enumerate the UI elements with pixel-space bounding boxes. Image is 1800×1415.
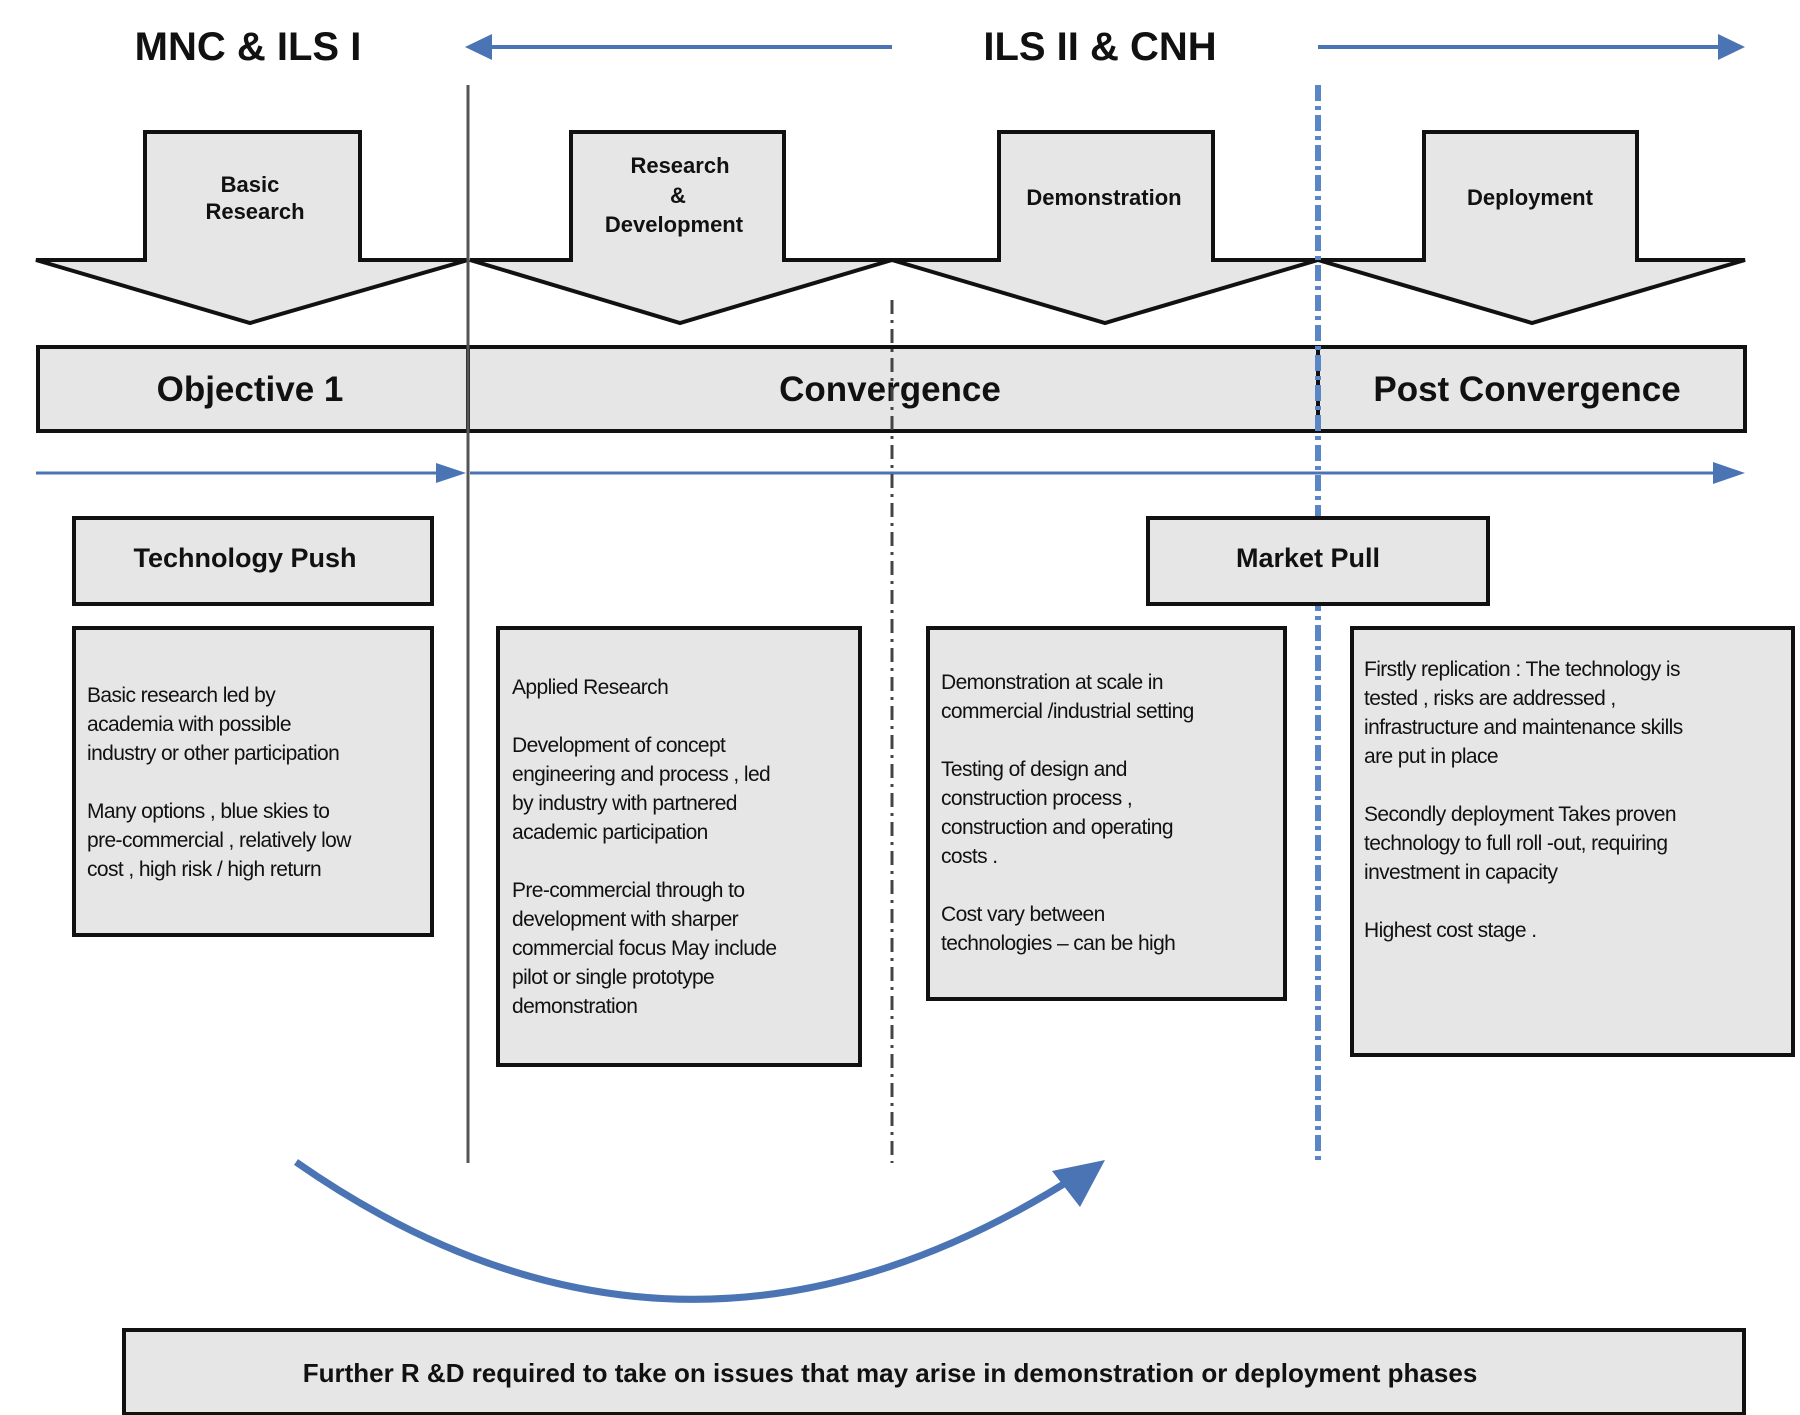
stage-label-demonstration: Demonstration — [1026, 185, 1181, 210]
description-text-deployment: Firstly replication : The technology is t… — [1364, 658, 1683, 942]
description-line: Secondly deployment Takes proven — [1364, 803, 1676, 826]
timeline-arrow-main-head — [1713, 462, 1745, 484]
description-line: Basic research led by — [87, 684, 276, 707]
description-line: Pre-commercial through to — [512, 879, 744, 902]
description-line: industry or other participation — [87, 742, 339, 765]
band-label-post-convergence: Post Convergence — [1373, 370, 1680, 409]
technology-push-label: Technology Push — [133, 543, 356, 573]
description-box-deployment — [1350, 626, 1795, 1057]
footer-text: Further R &D required to take on issues … — [303, 1358, 1478, 1388]
description-line: costs . — [941, 845, 997, 868]
stage-label-line: Basic — [221, 172, 280, 197]
description-line: pilot or single prototype — [512, 966, 714, 989]
description-line: academic participation — [512, 821, 708, 844]
description-line: development with sharper — [512, 908, 739, 931]
market-pull-label: Market Pull — [1236, 543, 1380, 573]
description-text-basic-research: Basic research led by academia with possi… — [87, 684, 353, 881]
stage-label-line: Deployment — [1467, 185, 1594, 210]
description-line: by industry with partnered — [512, 792, 737, 815]
stage-label-line: Research — [205, 199, 304, 224]
description-line: demonstration — [512, 995, 637, 1018]
stage-arrow-demonstration — [891, 130, 1319, 326]
description-line: Highest cost stage . — [1364, 919, 1536, 942]
stage-arrow-research-development — [469, 130, 893, 326]
header-left-label: MNC & ILS I — [135, 25, 362, 69]
description-line: Many options , blue skies to — [87, 800, 329, 823]
description-line: technologies – can be high — [941, 932, 1175, 955]
stage-arrow-basic-research — [35, 130, 469, 326]
description-line: Demonstration at scale in — [941, 671, 1163, 694]
description-line: engineering and process , led — [512, 763, 770, 786]
description-line: technology to full roll -out, requiring — [1364, 832, 1667, 855]
stage-label-basic-research: Basic Research — [205, 172, 304, 224]
market-pull-box — [1146, 516, 1490, 606]
description-line: investment in capacity — [1364, 861, 1558, 884]
footer-box — [122, 1328, 1746, 1415]
description-line: Development of concept — [512, 734, 726, 757]
description-text-demonstration: Demonstration at scale in commercial /ind… — [941, 671, 1194, 955]
technology-push-box — [72, 516, 434, 606]
description-line: commercial /industrial setting — [941, 700, 1194, 723]
feedback-curve-arrow-head — [1052, 1160, 1105, 1207]
header-right-label: ILS II & CNH — [983, 25, 1216, 69]
band-post-convergence — [1316, 345, 1747, 433]
description-line: Cost vary between — [941, 903, 1105, 926]
description-line: commercial focus May include — [512, 937, 776, 960]
description-line: tested , risks are addressed , — [1364, 687, 1616, 710]
description-line: Applied Research — [512, 676, 668, 699]
stage-arrow-deployment — [1317, 130, 1746, 326]
description-box-applied-research — [496, 626, 862, 1067]
description-line: Firstly replication : The technology is — [1364, 658, 1680, 681]
description-line: cost , high risk / high return — [87, 858, 321, 881]
timeline-arrow-objective-head — [436, 463, 466, 483]
description-box-basic-research — [72, 626, 434, 937]
stage-label-research-development: Research & Development — [605, 153, 744, 237]
header-arrow-right-head — [1718, 34, 1745, 60]
description-line: Testing of design and — [941, 758, 1127, 781]
feedback-curve-arrow — [293, 1159, 1080, 1303]
stage-label-deployment: Deployment — [1467, 185, 1594, 210]
stage-label-line: Development — [605, 212, 744, 237]
band-label-objective: Objective 1 — [157, 370, 344, 409]
description-line: construction and operating — [941, 816, 1173, 839]
header-arrow-left-head — [465, 34, 492, 60]
stage-label-line: Demonstration — [1026, 185, 1181, 210]
stage-label-line: & — [670, 183, 686, 208]
description-line: infrastructure and maintenance skills — [1364, 716, 1683, 739]
stage-label-line: Research — [630, 153, 729, 178]
description-line: are put in place — [1364, 745, 1498, 768]
band-label-convergence: Convergence — [779, 370, 1001, 409]
description-line: academia with possible — [87, 713, 291, 736]
description-line: construction process , — [941, 787, 1132, 810]
description-box-demonstration — [926, 626, 1287, 1001]
description-line: pre-commercial , relatively low — [87, 829, 352, 852]
